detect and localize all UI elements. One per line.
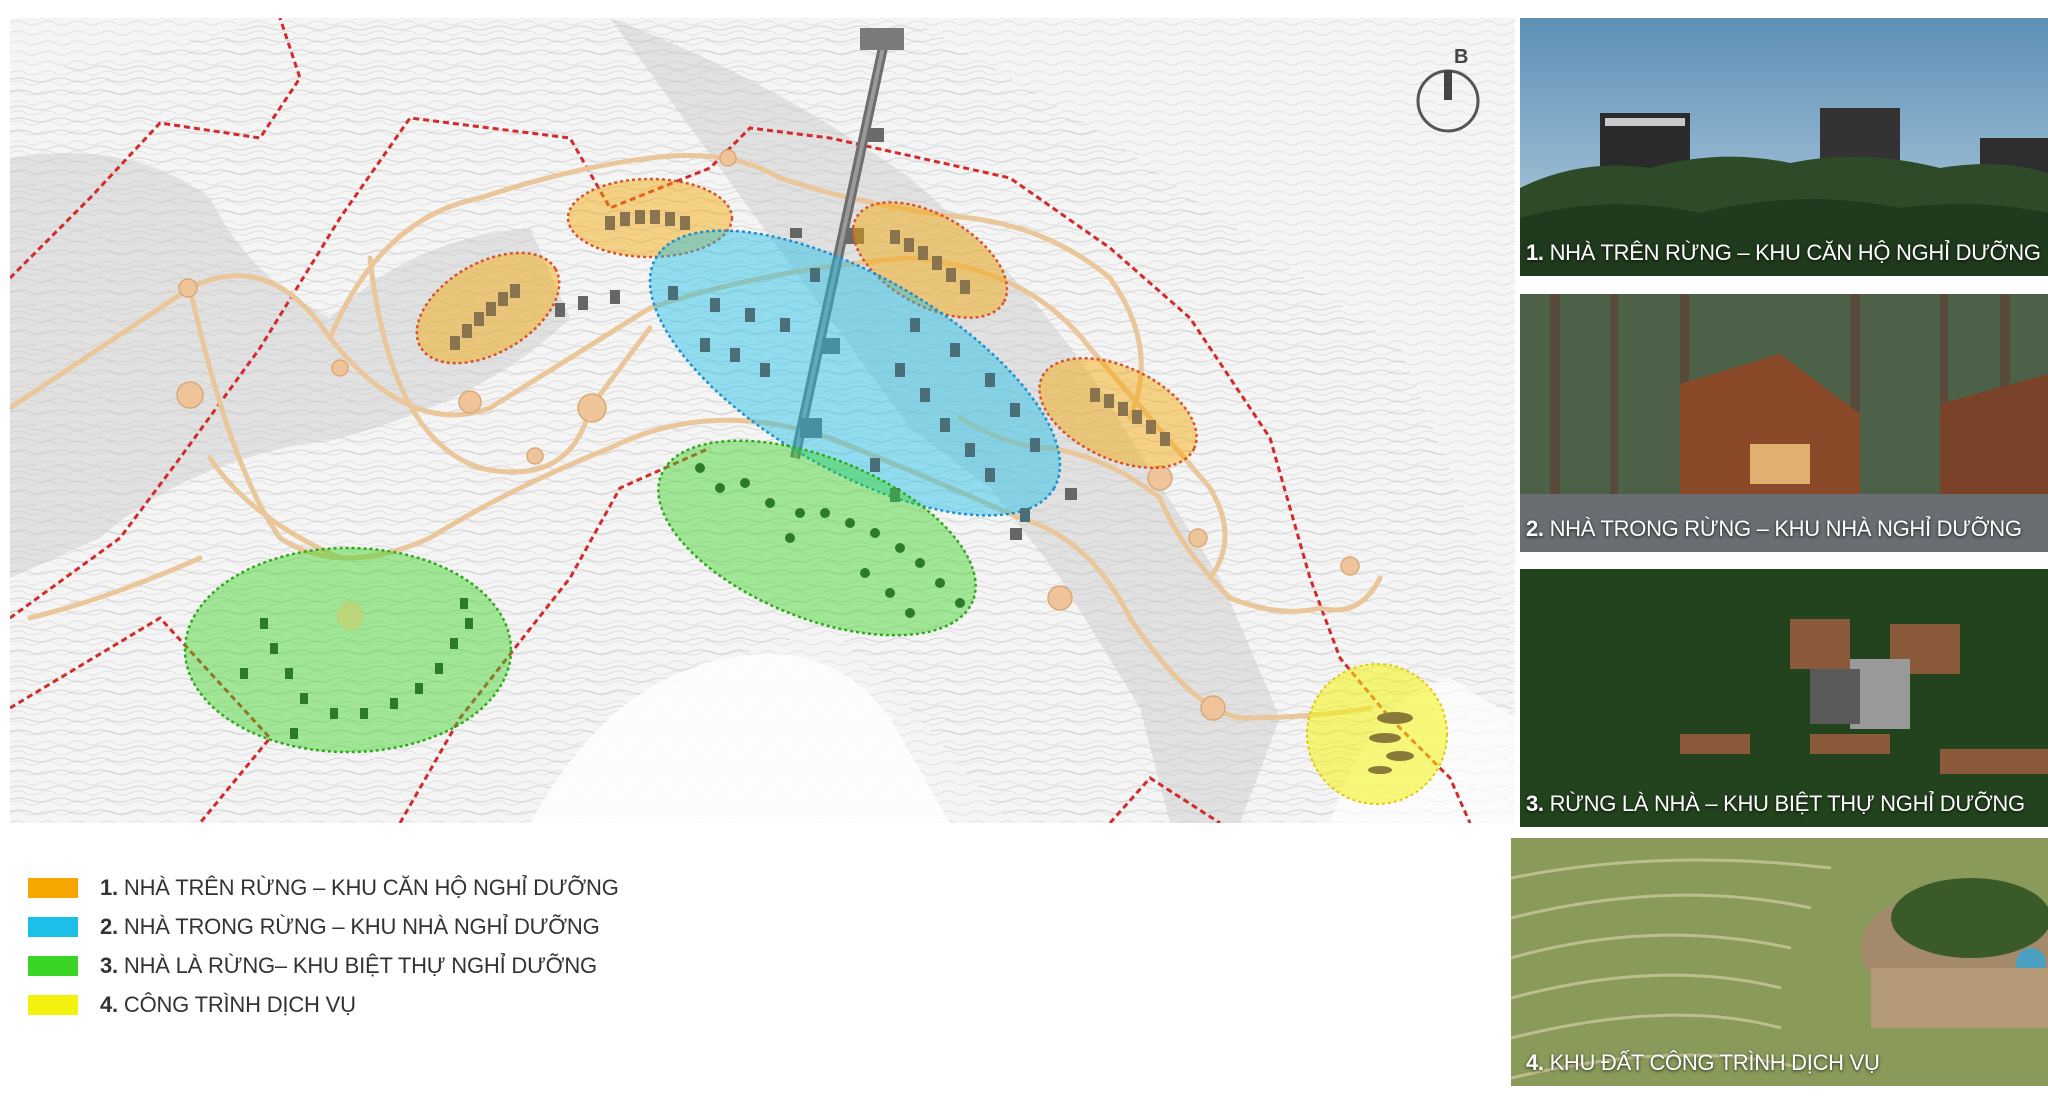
- site-plan-map: B: [10, 18, 1515, 823]
- legend-swatch: [28, 877, 78, 898]
- photo-2-image: [1520, 294, 2048, 552]
- photo-4-image: [1511, 838, 2048, 1086]
- zone-3-buildings: [240, 463, 965, 739]
- north-arrow: B: [1416, 46, 1480, 136]
- photo-1-forest-apartments: 1. NHÀ TRÊN RỪNG – KHU CĂN HỘ NGHỈ DƯỠNG: [1520, 18, 2048, 276]
- road-nodes: [176, 149, 1360, 721]
- zone-1-buildings: [450, 210, 1170, 446]
- legend-text: CÔNG TRÌNH DỊCH VỤ: [123, 991, 356, 1017]
- legend-number: 1.: [100, 874, 118, 900]
- elevated-walkway: [790, 28, 904, 460]
- roads: [10, 153, 1383, 721]
- legend-item: 3. NHÀ LÀ RỪNG– KHU BIỆT THỰ NGHỈ DƯỠNG: [28, 946, 619, 985]
- photo-2-forest-houses: 2. NHÀ TRONG RỪNG – KHU NHÀ NGHỈ DƯỠNG: [1520, 294, 2048, 552]
- photo-number: 3.: [1526, 791, 1544, 816]
- legend-swatch: [28, 916, 78, 937]
- zone-1-apartments: [415, 177, 1198, 470]
- zone-2-forest-houses: [648, 229, 1062, 522]
- photo-number: 2.: [1526, 516, 1544, 541]
- photo-caption: NHÀ TRÊN RỪNG – KHU CĂN HỘ NGHỈ DƯỠNG: [1549, 240, 2041, 265]
- photo-number: 1.: [1526, 240, 1544, 265]
- photo-caption: RỪNG LÀ NHÀ – KHU BIỆT THỰ NGHỈ DƯỠNG: [1549, 791, 2026, 816]
- photo-caption: KHU ĐẤT CÔNG TRÌNH DỊCH VỤ: [1549, 1050, 1880, 1075]
- site-boundary: [10, 18, 1472, 823]
- legend: 1. NHÀ TRÊN RỪNG – KHU CĂN HỘ NGHỈ DƯỠNG…: [28, 868, 619, 1024]
- photo-4-service-land: 4. KHU ĐẤT CÔNG TRÌNH DỊCH VỤ: [1511, 838, 2048, 1086]
- site-plan-svg: [10, 18, 1515, 823]
- photo-caption: NHÀ TRONG RỪNG – KHU NHÀ NGHỈ DƯỠNG: [1549, 516, 2022, 541]
- legend-number: 4.: [100, 991, 118, 1017]
- legend-text: NHÀ TRÊN RỪNG – KHU CĂN HỘ NGHỈ DƯỠNG: [123, 874, 619, 900]
- compass-icon: [1416, 69, 1480, 133]
- other-buildings: [555, 228, 1077, 540]
- zone-4-buildings: [1368, 712, 1414, 774]
- legend-number: 2.: [100, 913, 118, 939]
- photo-3-villas: 3. RỪNG LÀ NHÀ – KHU BIỆT THỰ NGHỈ DƯỠNG: [1520, 569, 2048, 827]
- legend-text: NHÀ LÀ RỪNG– KHU BIỆT THỰ NGHỈ DƯỠNG: [123, 952, 597, 978]
- legend-swatch: [28, 994, 78, 1015]
- zone-4-service: [1306, 663, 1448, 805]
- photo-3-image: [1520, 569, 2048, 827]
- legend-item: 2. NHÀ TRONG RỪNG – KHU NHÀ NGHỈ DƯỠNG: [28, 907, 619, 946]
- zone-3-villas: [183, 439, 977, 754]
- zone-2-buildings: [668, 268, 1040, 522]
- photo-1-image: [1520, 18, 2048, 276]
- legend-number: 3.: [100, 952, 118, 978]
- legend-item: 4. CÔNG TRÌNH DỊCH VỤ: [28, 985, 619, 1024]
- legend-swatch: [28, 955, 78, 976]
- legend-item: 1. NHÀ TRÊN RỪNG – KHU CĂN HỘ NGHỈ DƯỠNG: [28, 868, 619, 907]
- legend-text: NHÀ TRONG RỪNG – KHU NHÀ NGHỈ DƯỠNG: [123, 913, 600, 939]
- north-label: B: [1454, 46, 1469, 68]
- photo-number: 4.: [1526, 1050, 1544, 1075]
